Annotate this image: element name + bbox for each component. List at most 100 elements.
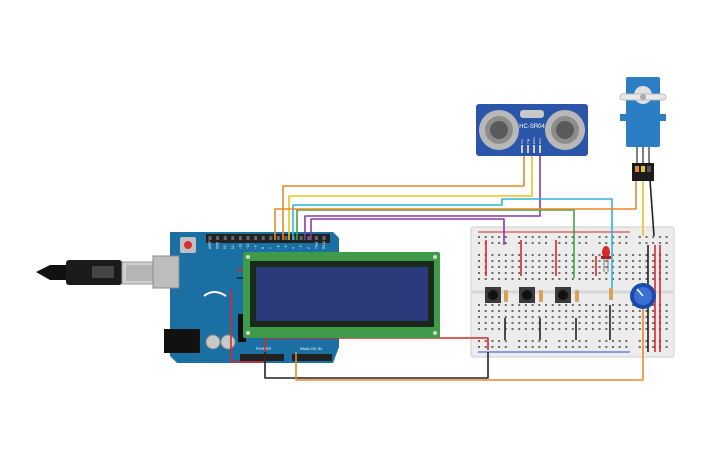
breadboard-hole[interactable] — [538, 260, 541, 262]
breadboard-hole[interactable] — [618, 346, 621, 348]
breadboard-hole[interactable] — [652, 310, 655, 312]
breadboard-hole[interactable] — [498, 242, 501, 244]
breadboard-hole[interactable] — [638, 236, 641, 238]
breadboard-hole[interactable] — [478, 328, 480, 330]
breadboard-hole[interactable] — [565, 236, 568, 238]
breadboard-hole[interactable] — [585, 236, 588, 238]
breadboard-hole[interactable] — [591, 260, 594, 262]
breadboard-hole[interactable] — [585, 242, 588, 244]
breadboard-hole[interactable] — [625, 242, 628, 244]
breadboard-hole[interactable] — [565, 316, 568, 318]
breadboard-hole[interactable] — [578, 310, 581, 312]
breadboard-hole[interactable] — [591, 266, 594, 268]
breadboard-hole[interactable] — [585, 254, 588, 256]
breadboard-hole[interactable] — [638, 322, 641, 324]
breadboard-hole[interactable] — [504, 236, 507, 238]
servo-motor-icon[interactable] — [619, 77, 667, 181]
breadboard-hole[interactable] — [612, 340, 614, 342]
breadboard-hole[interactable] — [632, 328, 635, 330]
header-pin[interactable] — [322, 236, 326, 240]
breadboard-hole[interactable] — [625, 310, 628, 312]
breadboard-hole[interactable] — [545, 242, 547, 244]
breadboard-hole[interactable] — [612, 278, 614, 280]
breadboard-hole[interactable] — [585, 266, 588, 268]
breadboard-hole[interactable] — [545, 260, 547, 262]
breadboard-hole[interactable] — [518, 278, 521, 280]
breadboard-hole[interactable] — [484, 236, 487, 238]
header-pin[interactable] — [238, 236, 242, 240]
breadboard-hole[interactable] — [524, 260, 527, 262]
breadboard-hole[interactable] — [612, 242, 614, 244]
breadboard-hole[interactable] — [652, 340, 655, 342]
breadboard-hole[interactable] — [565, 346, 568, 348]
breadboard-hole[interactable] — [578, 340, 581, 342]
breadboard-hole[interactable] — [478, 254, 480, 256]
breadboard-hole[interactable] — [598, 304, 601, 306]
breadboard-hole[interactable] — [531, 322, 534, 324]
breadboard-hole[interactable] — [571, 260, 574, 262]
breadboard-hole[interactable] — [578, 278, 581, 280]
breadboard-hole[interactable] — [578, 328, 581, 330]
breadboard-hole[interactable] — [518, 328, 521, 330]
breadboard-hole[interactable] — [565, 266, 568, 268]
breadboard-hole[interactable] — [491, 254, 494, 256]
breadboard-hole[interactable] — [565, 272, 568, 274]
breadboard-hole[interactable] — [491, 260, 494, 262]
breadboard-hole[interactable] — [665, 236, 668, 238]
breadboard-hole[interactable] — [545, 316, 547, 318]
breadboard-hole[interactable] — [524, 346, 527, 348]
breadboard-hole[interactable] — [571, 278, 574, 280]
breadboard-hole[interactable] — [498, 254, 501, 256]
breadboard-hole[interactable] — [538, 310, 541, 312]
breadboard-hole[interactable] — [571, 242, 574, 244]
breadboard-hole[interactable] — [558, 254, 561, 256]
wire-green[interactable] — [296, 209, 575, 278]
wire-black-gnd[interactable] — [264, 352, 489, 379]
breadboard-hole[interactable] — [591, 316, 594, 318]
breadboard-hole[interactable] — [605, 322, 608, 324]
breadboard-hole[interactable] — [538, 278, 541, 280]
breadboard-hole[interactable] — [632, 304, 635, 306]
header-pin[interactable] — [246, 236, 250, 240]
breadboard-hole[interactable] — [511, 304, 514, 306]
breadboard-hole[interactable] — [638, 260, 641, 262]
breadboard-hole[interactable] — [531, 242, 534, 244]
breadboard-hole[interactable] — [538, 272, 541, 274]
breadboard-hole[interactable] — [531, 304, 534, 306]
lcd-display[interactable] — [243, 252, 440, 338]
breadboard-hole[interactable] — [585, 272, 588, 274]
breadboard-hole[interactable] — [511, 328, 514, 330]
breadboard-hole[interactable] — [524, 236, 527, 238]
breadboard-hole[interactable] — [598, 322, 601, 324]
breadboard-hole[interactable] — [591, 278, 594, 280]
breadboard-hole[interactable] — [665, 328, 668, 330]
breadboard-hole[interactable] — [612, 316, 614, 318]
breadboard-hole[interactable] — [612, 260, 614, 262]
breadboard-hole[interactable] — [578, 266, 581, 268]
breadboard-hole[interactable] — [632, 254, 635, 256]
breadboard-hole[interactable] — [598, 236, 601, 238]
breadboard-hole[interactable] — [598, 310, 601, 312]
breadboard-hole[interactable] — [605, 316, 608, 318]
breadboard-hole[interactable] — [618, 260, 621, 262]
breadboard-hole[interactable] — [652, 278, 655, 280]
breadboard-hole[interactable] — [524, 328, 527, 330]
breadboard-hole[interactable] — [665, 278, 668, 280]
breadboard-hole[interactable] — [545, 254, 547, 256]
breadboard-hole[interactable] — [645, 310, 648, 312]
breadboard-hole[interactable] — [491, 304, 494, 306]
header-pin[interactable] — [314, 236, 318, 240]
breadboard-hole[interactable] — [504, 242, 507, 244]
breadboard-hole[interactable] — [551, 272, 554, 274]
breadboard-hole[interactable] — [478, 310, 480, 312]
breadboard-hole[interactable] — [498, 304, 501, 306]
breadboard-hole[interactable] — [478, 346, 480, 348]
breadboard-hole[interactable] — [558, 278, 561, 280]
breadboard-hole[interactable] — [524, 272, 527, 274]
breadboard-hole[interactable] — [632, 310, 635, 312]
breadboard-hole[interactable] — [524, 278, 527, 280]
breadboard-hole[interactable] — [625, 316, 628, 318]
breadboard-hole[interactable] — [605, 272, 608, 274]
header-pin[interactable] — [254, 236, 258, 240]
